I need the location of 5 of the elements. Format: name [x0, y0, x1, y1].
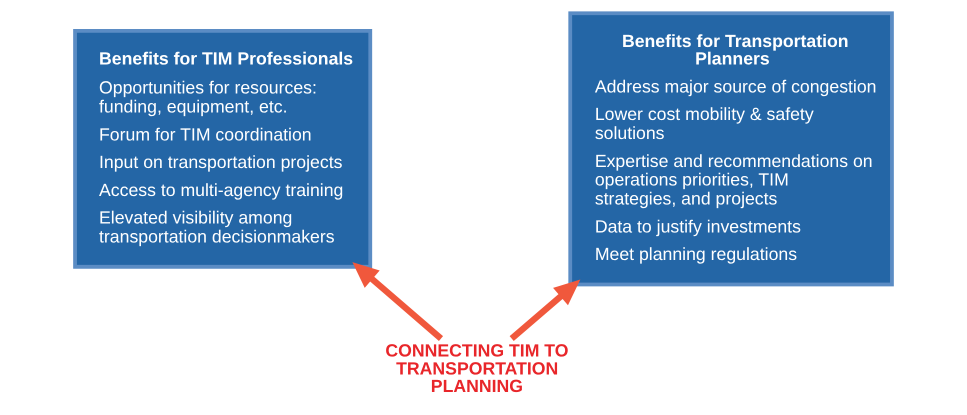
- node-box: Benefits for TIM Professionals Opportunities for resources: funding, equipment, etc. Forum for TIM coordination Input on transportation projects Access to multi-agency training Elevated visibility among transportation decisionmakers: [73, 28, 372, 269]
- node-box: Benefits for Transportation Planners Address major source of congestion Lower cost mobility & safety solutions Expertise and recommendations on operations priorities, TIM strategies, and projects Data to justify investments Meet planning regulations: [568, 11, 894, 286]
- arrow: [352, 262, 444, 341]
- node-text: CONNECTING TIM TO TRANSPORTATION PLANNING: [385, 340, 569, 396]
- arrow: [510, 280, 580, 341]
